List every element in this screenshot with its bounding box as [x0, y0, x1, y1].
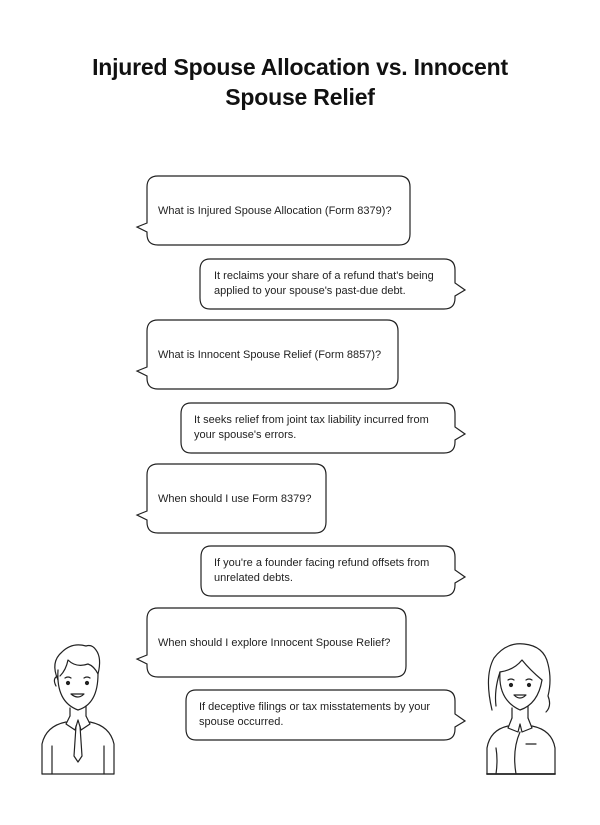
speech-bubble-shape [135, 319, 399, 390]
answer-text: If you're a founder facing refund offset… [214, 557, 430, 584]
title-line-1: Injured Spouse Allocation vs. Innocent [92, 54, 508, 80]
speech-bubble-shape [185, 689, 467, 741]
question-text: What is Injured Spouse Allocation (Form … [158, 205, 392, 217]
speech-bubble-shape [135, 607, 407, 678]
question-bubble-4: When should I explore Innocent Spouse Re… [135, 607, 408, 679]
question-text: When should I explore Innocent Spouse Re… [158, 637, 391, 649]
page-title: Injured Spouse Allocation vs. Innocent S… [0, 52, 600, 112]
question-bubble-3: When should I use Form 8379? [135, 463, 328, 535]
speech-bubble-shape [200, 545, 467, 597]
answer-text: It reclaims your share of a refund that'… [214, 270, 434, 297]
speech-bubble-shape [180, 402, 467, 454]
answer-bubble-1: It reclaims your share of a refund that'… [199, 258, 467, 310]
answer-bubble-3: If you're a founder facing refund offset… [200, 545, 467, 597]
question-bubble-1: What is Injured Spouse Allocation (Form … [135, 175, 412, 247]
speech-bubble-shape [199, 258, 467, 310]
title-line-2: Spouse Relief [225, 84, 375, 110]
woman-avatar-icon [486, 643, 556, 775]
answer-bubble-4: If deceptive filings or tax misstatement… [185, 689, 467, 741]
answer-text: It seeks relief from joint tax liability… [194, 414, 429, 441]
question-text: When should I use Form 8379? [158, 493, 312, 505]
answer-text: If deceptive filings or tax misstatement… [199, 701, 431, 728]
speech-bubble-shape [135, 175, 411, 246]
answer-bubble-2: It seeks relief from joint tax liability… [180, 402, 467, 454]
question-text: What is Innocent Spouse Relief (Form 885… [158, 349, 382, 361]
speech-bubble-shape [135, 463, 327, 534]
man-avatar-icon [41, 644, 115, 775]
woman-character [482, 640, 562, 775]
man-character [38, 640, 118, 775]
question-bubble-2: What is Innocent Spouse Relief (Form 885… [135, 319, 400, 391]
